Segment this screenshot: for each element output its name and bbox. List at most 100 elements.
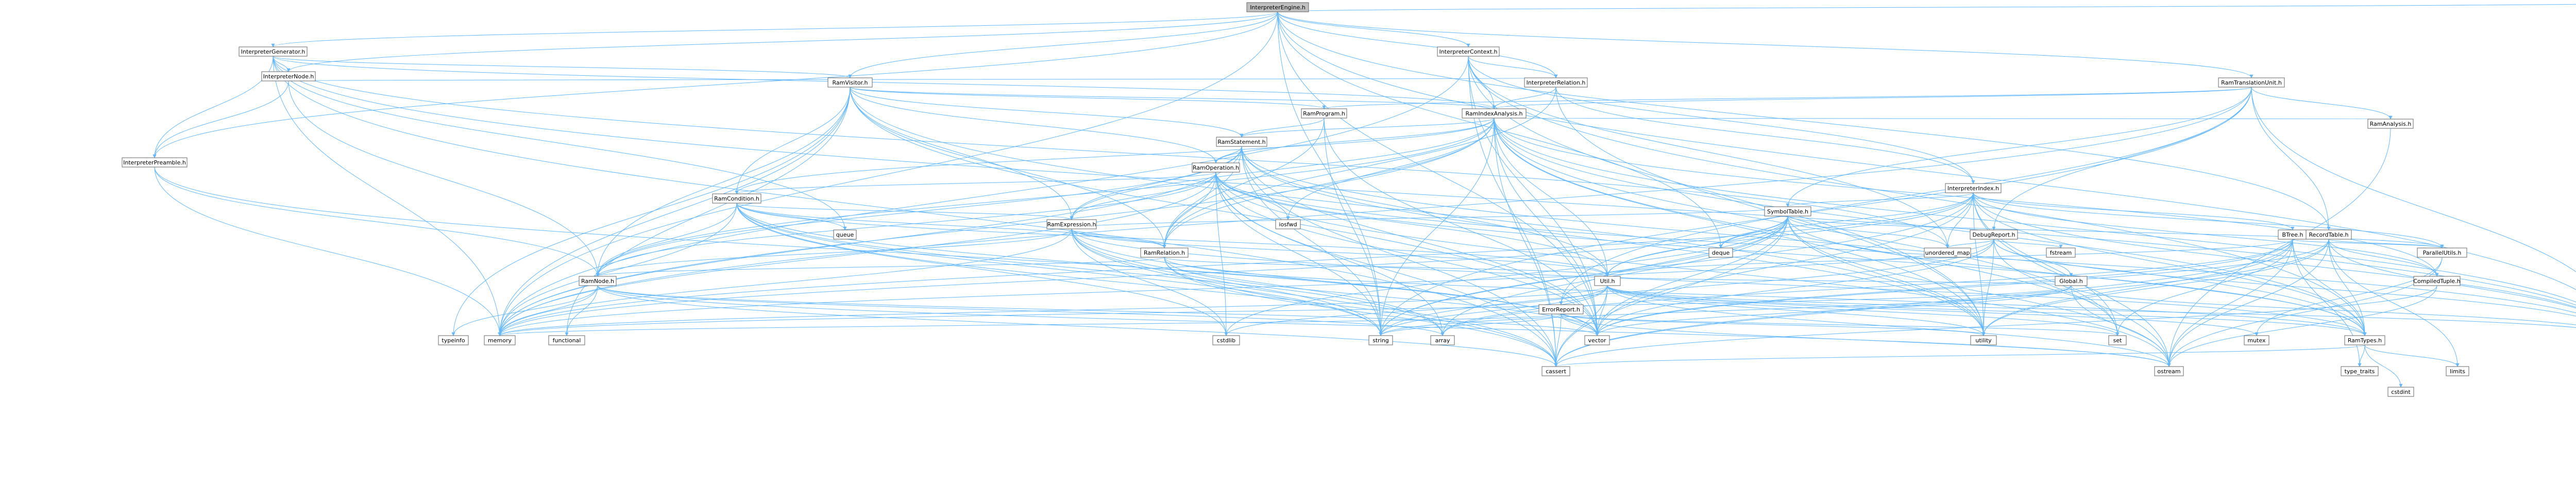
- node-cstdint: cstdint: [2387, 387, 2414, 397]
- edge-RecordTable.h-to-limits: [2328, 239, 2460, 367]
- node-ramprogram-h[interactable]: RamProgram.h: [1301, 108, 1347, 119]
- node-interpreterindex-h[interactable]: InterpreterIndex.h: [1945, 183, 2002, 193]
- edge-RamIndexAnalysis.h-to-RamAnalysis.h: [1494, 115, 2391, 120]
- edge-RamNode.h-to-typeinfo: [451, 285, 598, 336]
- edge-ErrorReport.h-to-cassert: [1554, 313, 1562, 367]
- edge-InterpreterPreamble.h-to-RamNode.h: [154, 167, 600, 277]
- edge-SymbolTable.h-to-cstdlib: [1224, 215, 1788, 336]
- node-ramstatement-h[interactable]: RamStatement.h: [1216, 137, 1267, 147]
- edge-InterpreterEngine.h-to-memory: [498, 11, 1278, 336]
- edge-InterpreterIndex.h-to-ParallelUtils.h: [1973, 192, 2444, 248]
- edge-RamTranslationUnit.h-to-memory: [498, 87, 2252, 336]
- edge-RamOperation.h-to-Util.h: [1215, 172, 1609, 277]
- node-label: RamTypes.h: [2348, 337, 2382, 344]
- edge-InterpreterEngine.h-to-map: [1277, 11, 2576, 290]
- edge-RamOperation.h-to-RamExpression.h: [1070, 172, 1216, 220]
- edge-Global.h-to-string: [1379, 285, 2072, 336]
- edge-SymbolTable.h-to-ParallelUtils.h: [1787, 215, 2444, 248]
- edge-RamTypes.h-to-limits: [2364, 344, 2460, 367]
- edge-InterpreterPreamble.h-to-memory: [154, 167, 502, 336]
- edge-RamOperation.h-to-RamCondition.h: [735, 172, 1216, 194]
- edge-RamCondition.h-to-RamRelation.h: [736, 203, 1166, 248]
- node-btree-h[interactable]: BTree.h: [2278, 229, 2308, 240]
- edge-SymbolTable.h-to-ErrorReport.h: [1559, 215, 1788, 305]
- node-memory: memory: [484, 335, 516, 345]
- edge-InterpreterEngine.h-to-dlfcn.h: [1277, 4, 2576, 12]
- node-mutex: mutex: [2244, 335, 2269, 345]
- edge-RamStatement.h-to-RamTypes.h: [1241, 146, 2367, 336]
- edge-ErrorReport.h-to-ostream: [1561, 313, 2171, 367]
- node-label: fstream: [2050, 250, 2072, 256]
- node-ramrelation-h[interactable]: RamRelation.h: [1140, 247, 1189, 258]
- node-debugreport-h[interactable]: DebugReport.h: [1970, 229, 2018, 240]
- edge-RecordTable.h-to-utility: [1981, 239, 2329, 336]
- edge-SymbolTable.h-to-array: [1440, 215, 1788, 336]
- node-label: RamVisitor.h: [832, 79, 868, 86]
- node-interpretercontext-h[interactable]: InterpreterContext.h: [1437, 46, 1500, 57]
- edge-BTree.h-to-utility: [1981, 239, 2293, 336]
- node-compiledtuple-h[interactable]: CompiledTuple.h: [2413, 276, 2461, 286]
- edge-Util.h-to-RamTypes.h: [1607, 285, 2367, 336]
- edge-RamVisitor.h-to-RamRelation.h: [850, 87, 1166, 248]
- node-label: RamCondition.h: [714, 195, 759, 202]
- node-label: CompiledTuple.h: [2413, 278, 2460, 285]
- node-ramvisitor-h[interactable]: RamVisitor.h: [827, 77, 873, 88]
- node-typeinfo: typeinfo: [438, 335, 469, 345]
- node-queue: queue: [833, 229, 857, 240]
- edge-RamRelation.h-to-vector: [1164, 257, 1599, 336]
- edge-InterpreterIndex.h-to-set: [1973, 192, 2120, 336]
- edge-RamRelation.h-to-RamTypes.h: [1164, 257, 2367, 336]
- edge-Util.h-to-cassert: [1554, 285, 1608, 367]
- edge-RamExpression.h-to-cstdlib: [1071, 228, 1228, 336]
- node-ramanalysis-h[interactable]: RamAnalysis.h: [2367, 119, 2414, 129]
- node-global-h[interactable]: Global.h: [2055, 276, 2088, 286]
- node-label: InterpreterEngine.h: [1250, 4, 1306, 11]
- edge-DebugReport.h-to-memory: [498, 239, 1994, 336]
- node-errorreport-h[interactable]: ErrorReport.h: [1538, 304, 1584, 314]
- node-label: BTree.h: [2282, 231, 2303, 238]
- node-interpreternode-h[interactable]: InterpreterNode.h: [261, 71, 316, 81]
- edge-RamProgram.h-to-vector: [1324, 118, 1599, 336]
- edge-RamIndexAnalysis.h-to-set: [1494, 118, 2120, 336]
- node-label: Global.h: [2059, 278, 2083, 285]
- node-parallelutils-h[interactable]: ParallelUtils.h: [2417, 247, 2467, 258]
- node-label: ParallelUtils.h: [2423, 250, 2462, 256]
- node-ramcondition-h[interactable]: RamCondition.h: [712, 193, 761, 204]
- edge-DebugReport.h-to-fstream: [1993, 239, 2063, 248]
- node-label: RamOperation.h: [1193, 164, 1239, 171]
- node-label: cassert: [1546, 368, 1567, 375]
- node-unordered-map: unordered_map: [1924, 247, 1971, 258]
- node-label: InterpreterGenerator.h: [241, 48, 306, 55]
- node-label: Util.h: [1600, 278, 1615, 285]
- node-symboltable-h[interactable]: SymbolTable.h: [1764, 206, 1811, 217]
- node-ramoperation-h[interactable]: RamOperation.h: [1192, 162, 1240, 173]
- edge-RamTranslationUnit.h-to-RecordTable.h: [2251, 87, 2331, 230]
- edge-InterpreterGenerator.h-to-memory: [273, 56, 502, 336]
- edge-InterpreterNode.h-to-RamNode.h: [288, 80, 600, 277]
- node-ramexpression-h[interactable]: RamExpression.h: [1046, 219, 1097, 229]
- edge-RamTranslationUnit.h-to-RamProgram.h: [1323, 87, 2252, 109]
- node-ramtypes-h[interactable]: RamTypes.h: [2344, 335, 2385, 345]
- node-ramindexanalysis-h[interactable]: RamIndexAnalysis.h: [1462, 108, 1527, 119]
- edge-RamExpression.h-to-memory: [498, 228, 1072, 336]
- edge-DebugReport.h-to-string: [1379, 239, 1994, 336]
- edge-RamTypes.h-to-type_traits: [2358, 344, 2365, 367]
- edge-InterpreterContext.h-to-InterpreterIndex.h: [1468, 56, 1975, 184]
- edge-SymbolTable.h-to-Util.h: [1605, 215, 1788, 277]
- node-type-traits: type_traits: [2341, 366, 2379, 376]
- edge-RamProgram.h-to-RamRelation.h: [1162, 118, 1325, 248]
- node-label: vector: [1588, 337, 1606, 344]
- node-ramnode-h[interactable]: RamNode.h: [579, 276, 617, 286]
- node-interpreterpreamble-h[interactable]: InterpreterPreamble.h: [122, 157, 188, 168]
- node-label: RecordTable.h: [2309, 231, 2349, 238]
- node-ramtranslationunit-h[interactable]: RamTranslationUnit.h: [2218, 77, 2285, 88]
- node-recordtable-h[interactable]: RecordTable.h: [2306, 229, 2352, 240]
- node-label: InterpreterIndex.h: [1947, 185, 1999, 192]
- edge-RamRelation.h-to-RamNode.h: [596, 257, 1165, 277]
- node-vector: vector: [1584, 335, 1610, 345]
- node-util-h[interactable]: Util.h: [1594, 276, 1621, 286]
- node-interpreterrelation-h[interactable]: InterpreterRelation.h: [1524, 77, 1588, 88]
- node-interpretergenerator-h[interactable]: InterpreterGenerator.h: [239, 46, 308, 57]
- edge-InterpreterEngine.h-to-InterpreterContext.h: [1277, 11, 1470, 47]
- edge-RamVisitor.h-to-vector: [850, 87, 1599, 336]
